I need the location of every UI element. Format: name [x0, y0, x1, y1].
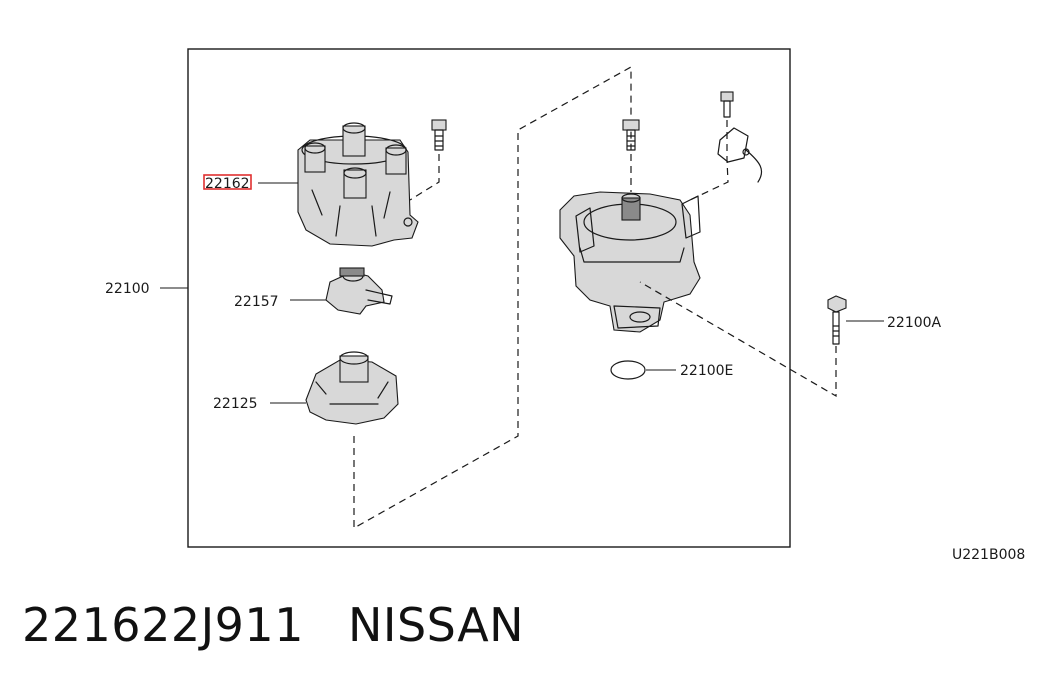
- distributor-shield: [305, 351, 399, 425]
- highlight-box: [203, 174, 252, 190]
- drawing-code: U221B008: [952, 547, 1025, 563]
- body-screw: [622, 119, 640, 151]
- label-cap[interactable]: 22162: [205, 176, 250, 192]
- part-caption: 221622J911 NISSAN: [22, 598, 524, 652]
- distributor-cap: [297, 122, 419, 247]
- cap-screw: [431, 119, 447, 151]
- diagram-frame: [187, 48, 791, 548]
- brand-name: NISSAN: [347, 598, 525, 652]
- o-ring: [610, 360, 646, 380]
- part-number: 221622J911: [22, 598, 304, 652]
- bolt-dash: [639, 281, 837, 398]
- label-bolt[interactable]: 22100A: [887, 315, 942, 331]
- label-assembly[interactable]: 22100: [105, 281, 150, 297]
- cap-screw-dash: [409, 154, 440, 201]
- assembly-dash-line: [353, 65, 632, 530]
- label-oring[interactable]: 22100E: [680, 363, 733, 379]
- label-shield[interactable]: 22125: [213, 396, 258, 412]
- label-rotor[interactable]: 22157: [234, 294, 279, 310]
- parts-diagram: 22162 22100 22157 22125 22100E 22100A U2…: [105, 48, 1025, 563]
- rotor: [325, 267, 393, 315]
- connector-dash: [689, 120, 729, 201]
- sensor-connector: [717, 91, 763, 183]
- distributor-body: [559, 191, 701, 333]
- mounting-bolt: [827, 295, 847, 345]
